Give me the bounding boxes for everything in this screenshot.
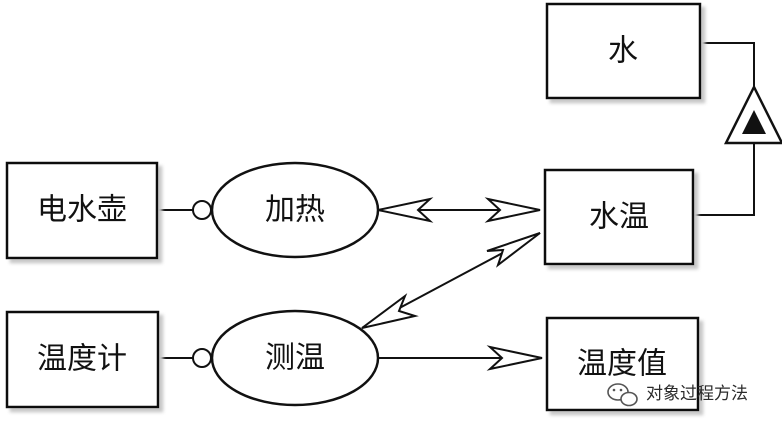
box-temp-value-label: 温度值 xyxy=(577,347,667,382)
process-heat: 加热 xyxy=(210,161,380,259)
arrowhead-left-heat xyxy=(377,197,434,223)
instrument-circle xyxy=(192,348,212,368)
process-measure: 测温 xyxy=(210,309,380,407)
arrowhead-right-watertemp xyxy=(484,197,541,223)
water-exhibition-link-top xyxy=(702,42,755,87)
box-thermometer: 温度计 xyxy=(5,310,160,409)
instrument-circle xyxy=(192,200,212,220)
process-measure-label: 测温 xyxy=(265,341,325,376)
arrowhead-diagonal-watertemp xyxy=(486,232,541,268)
watermark-text: 对象过程方法 xyxy=(646,384,748,404)
watertemp-water-exhibition-link xyxy=(693,143,755,216)
process-heat-label: 加热 xyxy=(265,193,325,228)
arrowhead-right-tempvalue xyxy=(486,345,543,371)
arrowhead-diagonal-measure xyxy=(361,293,419,329)
box-water-temp-label: 水温 xyxy=(589,200,649,235)
box-water-temp: 水温 xyxy=(543,168,695,266)
watermark: 对象过程方法 xyxy=(607,383,748,407)
box-water: 水 xyxy=(545,2,702,100)
exhibition-triangle-inner xyxy=(742,110,766,134)
box-water-label: 水 xyxy=(608,34,638,69)
box-thermometer-label: 温度计 xyxy=(37,342,127,377)
box-kettle: 电水壶 xyxy=(5,161,159,260)
wechat-icon xyxy=(607,383,638,407)
box-kettle-label: 电水壶 xyxy=(37,193,127,228)
